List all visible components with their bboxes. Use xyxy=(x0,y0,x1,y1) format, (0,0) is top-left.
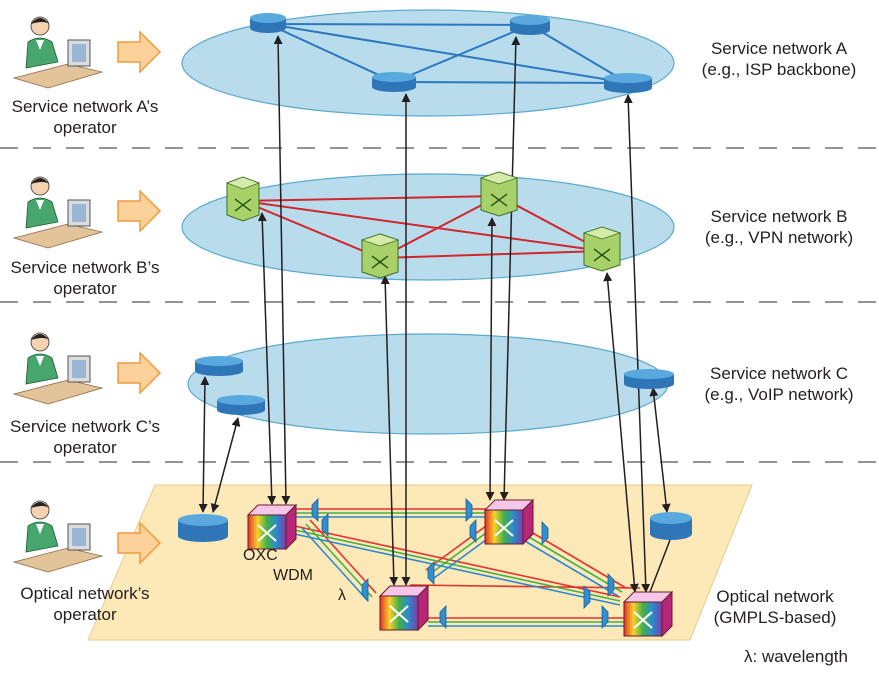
operator-optical-label: Optical network’s operator xyxy=(5,583,165,625)
wdm-mux-4 xyxy=(361,578,369,602)
operator-c-label: Service network C’s operator xyxy=(5,416,165,458)
wdm-mux-2 xyxy=(465,498,473,522)
operator-optical-line1: Optical network’s xyxy=(20,584,150,603)
network-b-title: Service network B xyxy=(710,207,848,226)
network-optical-subtitle: (GMPLS-based) xyxy=(713,608,837,627)
network-c-subtitle: (e.g., VoIP network) xyxy=(704,385,854,404)
operator-icon xyxy=(12,500,104,573)
network-a-routers xyxy=(250,13,652,93)
wdm-mux-3 xyxy=(321,513,329,537)
operator-a-line2: operator xyxy=(53,118,117,137)
operator-b-line1: Service network B’s xyxy=(10,258,160,277)
network-optical-label: Optical network (GMPLS-based) xyxy=(690,586,860,628)
router-icon xyxy=(178,514,228,542)
lambda-legend: λ: wavelength xyxy=(744,647,848,666)
wdm-mux-7 xyxy=(541,521,549,545)
operator-icon xyxy=(12,16,104,89)
operator-a-label: Service network A’s operator xyxy=(5,96,165,138)
network-optical-title: Optical network xyxy=(716,587,834,606)
service-network-c-plane xyxy=(187,333,669,435)
oxc-nodes xyxy=(246,498,674,638)
arrow-right-icon xyxy=(117,189,162,233)
dashed-separators xyxy=(0,147,879,463)
operator-a-line1: Service network A’s xyxy=(11,97,159,116)
arrow-right-icon xyxy=(117,521,162,565)
router-icon xyxy=(372,72,416,92)
operator-figures xyxy=(12,16,104,573)
oxc-icon xyxy=(378,584,430,632)
operator-c-line1: Service network C’s xyxy=(10,417,160,436)
oxc-icon xyxy=(622,590,674,638)
router-icon xyxy=(650,512,692,540)
oxc-label: OXC xyxy=(243,547,278,564)
optical-edge-routers xyxy=(178,512,692,542)
wdm-mux-10 xyxy=(439,605,447,629)
router-icon xyxy=(195,356,243,376)
switch-icon xyxy=(225,176,261,222)
operator-icon xyxy=(12,332,104,405)
network-b-label: Service network B (e.g., VPN network) xyxy=(684,206,874,248)
inter-layer-links xyxy=(198,35,671,593)
wdm-mux-6 xyxy=(469,519,477,543)
oxc-icon xyxy=(483,498,535,546)
network-b-subtitle: (e.g., VPN network) xyxy=(704,228,854,247)
arrow-right-icon xyxy=(117,30,162,74)
network-a-links xyxy=(267,23,629,84)
control-arrows xyxy=(117,30,162,565)
router-icon xyxy=(604,73,652,93)
network-c-label: Service network C (e.g., VoIP network) xyxy=(684,363,874,405)
operator-b-label: Service network B’s operator xyxy=(5,257,165,299)
wdm-mux-9 xyxy=(583,585,591,609)
switch-icon xyxy=(479,171,519,217)
wdm-label: WDM xyxy=(273,567,313,584)
operator-icon xyxy=(12,176,104,249)
oxc-icon xyxy=(246,503,298,551)
router-icon xyxy=(250,13,286,33)
router-icon xyxy=(624,369,674,389)
network-c-routers xyxy=(195,356,674,415)
arrow-right-icon xyxy=(117,351,162,395)
router-icon xyxy=(510,15,550,35)
lambda-label: λ xyxy=(338,587,346,604)
wdm-mux-11 xyxy=(601,605,609,629)
operator-c-line2: operator xyxy=(53,438,117,457)
network-a-subtitle: (e.g., ISP backbone) xyxy=(701,60,857,79)
wdm-mux-5 xyxy=(427,561,435,585)
switch-icon xyxy=(360,233,400,279)
operator-optical-line2: operator xyxy=(53,605,117,624)
network-a-title: Service network A xyxy=(710,39,848,58)
network-b-switches xyxy=(225,171,622,279)
operator-b-line2: operator xyxy=(53,279,117,298)
router-icon xyxy=(217,395,265,415)
wdm-mux-1 xyxy=(311,498,319,522)
network-c-title: Service network C xyxy=(710,364,848,383)
network-a-label: Service network A (e.g., ISP backbone) xyxy=(684,38,874,80)
switch-icon xyxy=(582,226,622,272)
